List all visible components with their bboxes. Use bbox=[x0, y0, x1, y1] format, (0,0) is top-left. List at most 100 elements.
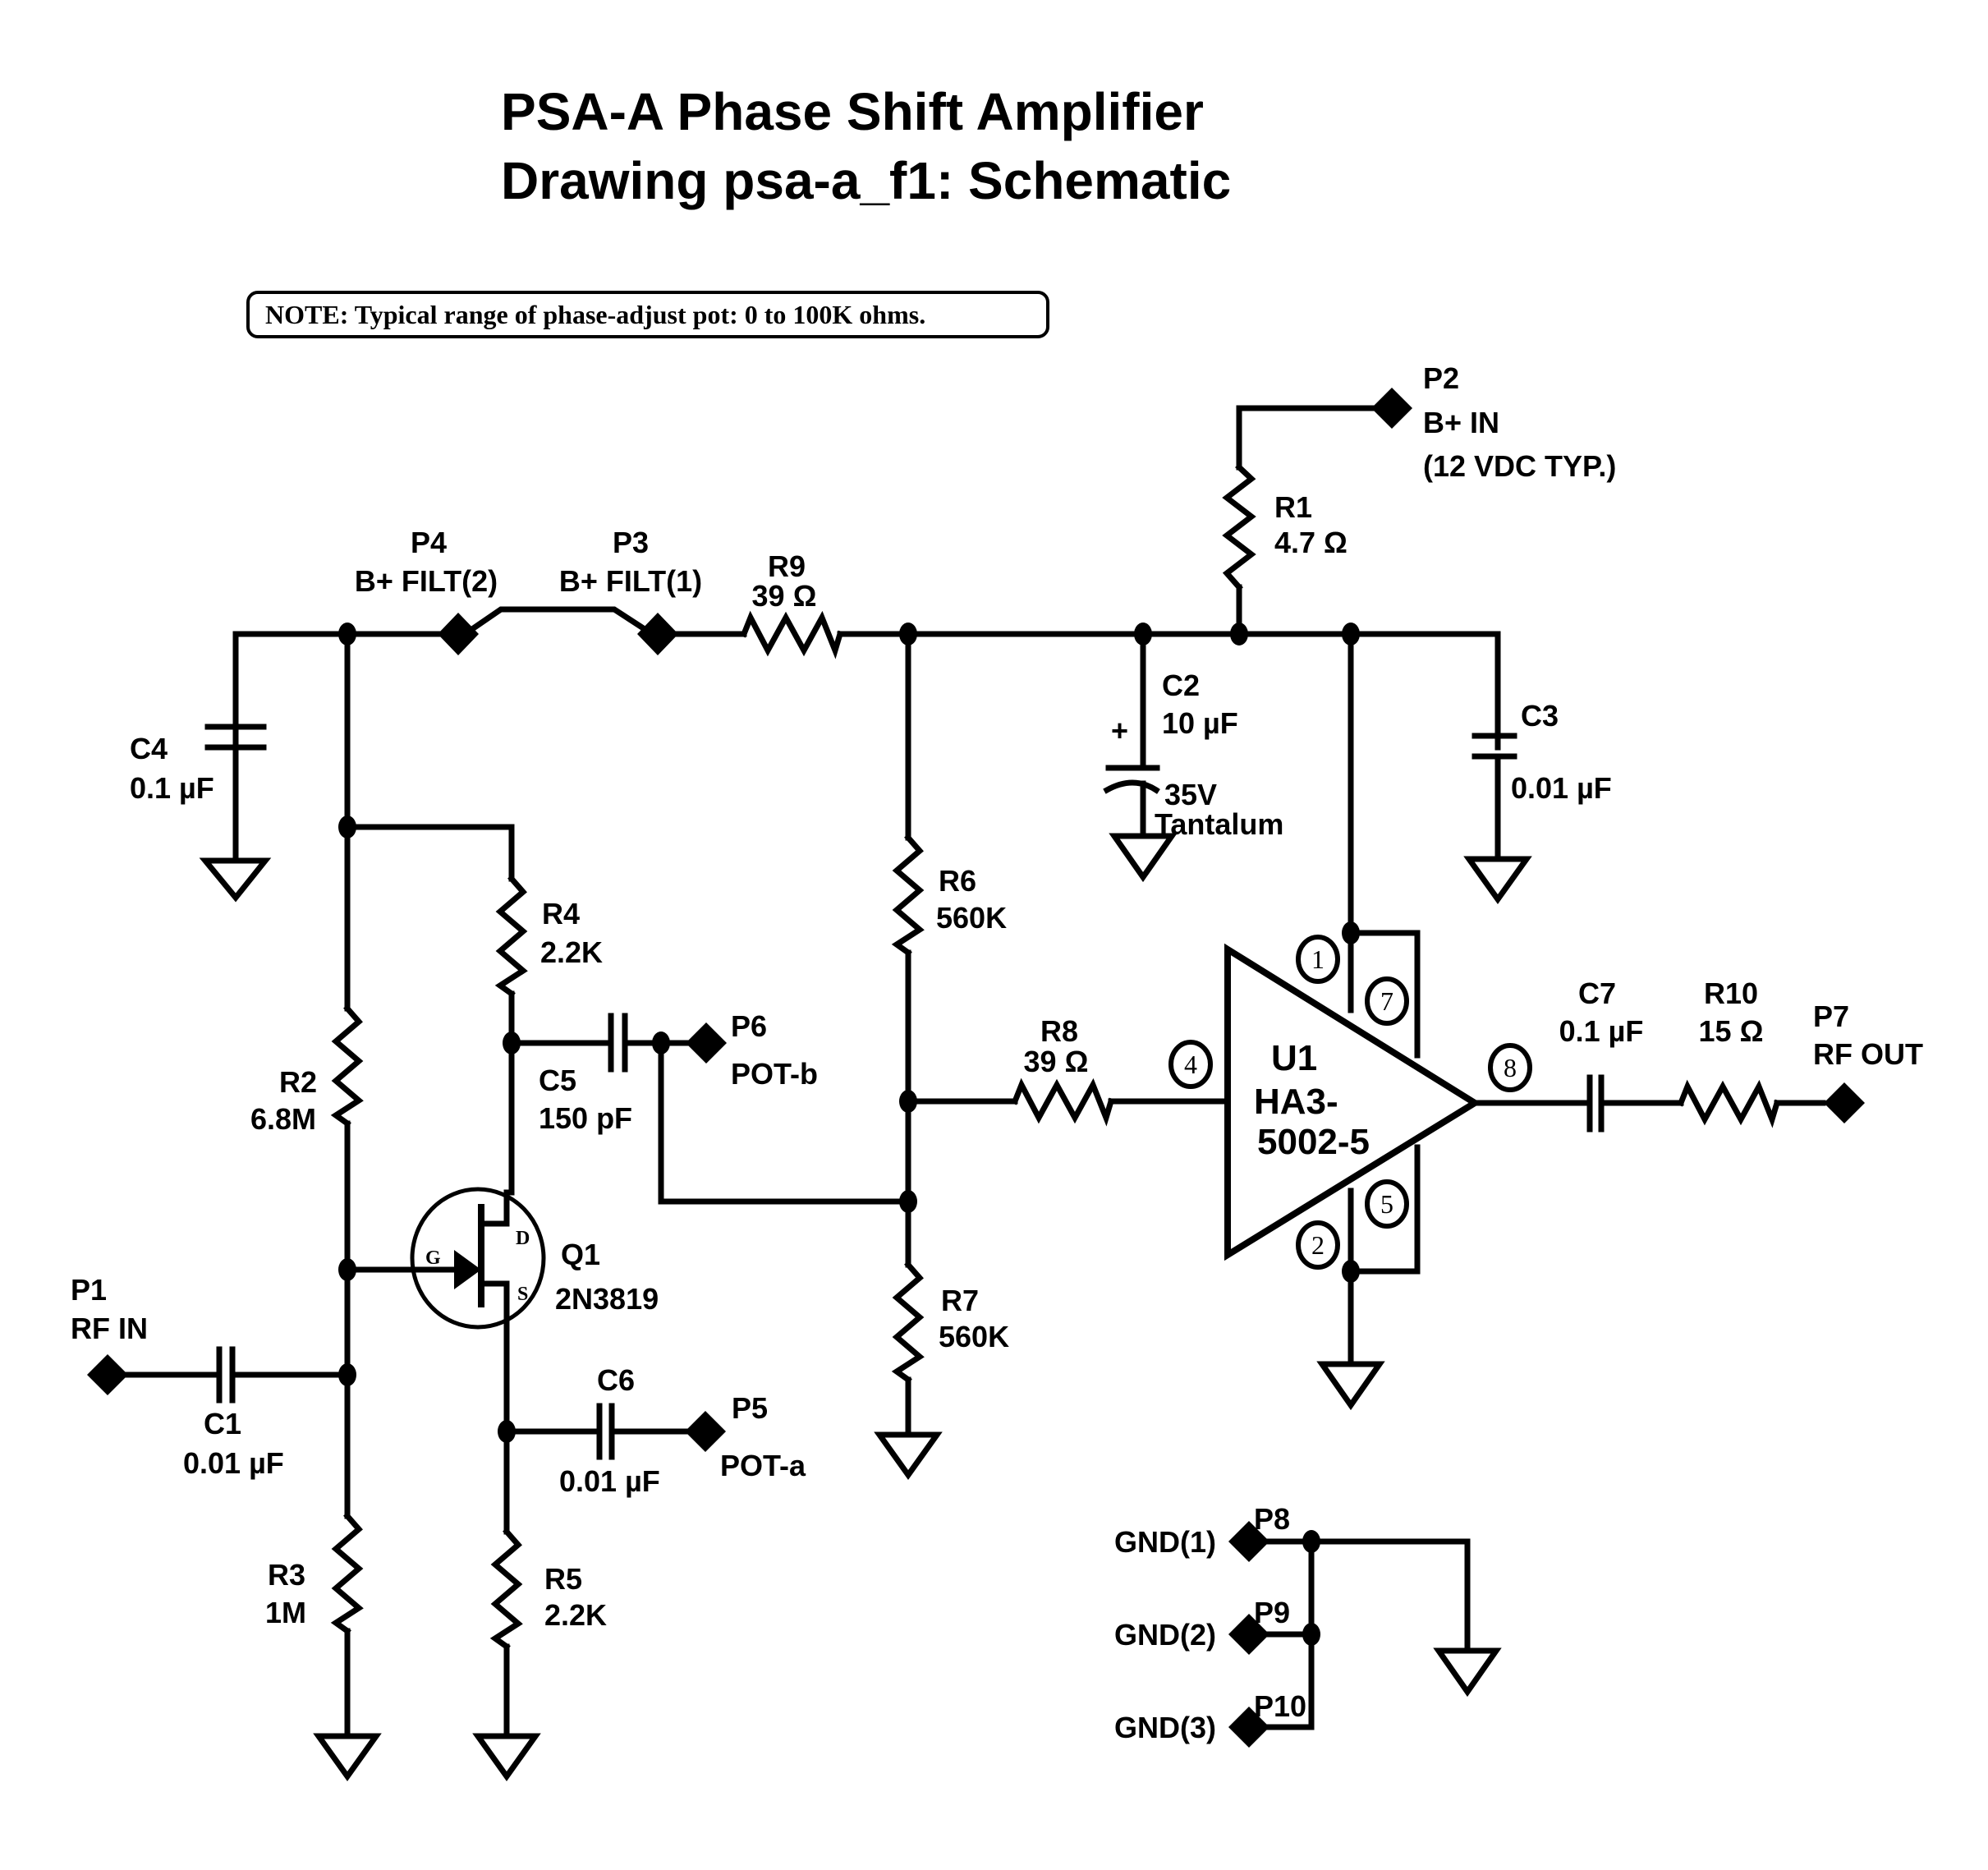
wire-p8-gnd bbox=[1266, 1538, 1471, 1654]
opamp-u1[interactable]: U1 HA3- 5002-5 bbox=[1224, 943, 1481, 1261]
ground-icon bbox=[472, 1733, 541, 1782]
port-p2-label: B+ IN bbox=[1423, 406, 1499, 439]
port-p10-diamond[interactable] bbox=[1228, 1707, 1269, 1748]
ground-icon bbox=[874, 1431, 943, 1481]
c6-ref: C6 bbox=[597, 1363, 635, 1397]
resistor-r3 bbox=[330, 1512, 364, 1635]
pin-circle bbox=[1365, 1179, 1409, 1229]
wire-p6-divider bbox=[658, 1040, 911, 1205]
port-p6-label: POT-b bbox=[731, 1057, 818, 1091]
jfet-q1: G D S bbox=[344, 1187, 546, 1350]
pin-labels: 1 7 4 8 5 2 bbox=[1168, 935, 1532, 1270]
c3-value: 0.01 µF bbox=[1511, 771, 1612, 805]
r8-value: 39 Ω bbox=[1024, 1045, 1089, 1078]
c1-ref: C1 bbox=[204, 1407, 241, 1440]
port-p10-label: GND(3) bbox=[1114, 1711, 1216, 1744]
junction-dot bbox=[503, 1031, 521, 1054]
q1-drain-label: D bbox=[516, 1228, 530, 1249]
port-p4-diamond[interactable] bbox=[438, 613, 479, 655]
ground-icon bbox=[1463, 856, 1532, 905]
junction-dot bbox=[1342, 1260, 1360, 1283]
pin-4-label: 4 bbox=[1184, 1050, 1197, 1079]
ground-icon bbox=[1433, 1647, 1502, 1698]
ground-icon bbox=[1109, 833, 1178, 883]
pin-circle bbox=[1488, 1043, 1532, 1092]
port-p4-ref: P4 bbox=[411, 526, 447, 559]
resistor-r6 bbox=[891, 834, 925, 957]
junction-dot bbox=[1302, 1530, 1320, 1553]
note-box: NOTE: Typical range of phase-adjust pot:… bbox=[246, 291, 1049, 338]
r6-value: 560K bbox=[936, 901, 1007, 935]
resistor-r8 bbox=[1011, 1077, 1115, 1127]
port-p6-diamond[interactable] bbox=[686, 1022, 727, 1064]
capacitor-c3 bbox=[1463, 733, 1532, 905]
wire-rail-right bbox=[837, 631, 1501, 751]
r2-ref: R2 bbox=[279, 1065, 317, 1099]
ground-icon bbox=[199, 857, 272, 903]
c7-value: 0.1 µF bbox=[1559, 1014, 1644, 1048]
r8-ref: R8 bbox=[1040, 1014, 1078, 1048]
port-p3-diamond[interactable] bbox=[637, 613, 678, 655]
port-p5-diamond[interactable] bbox=[685, 1411, 726, 1452]
resistor-r9 bbox=[740, 610, 844, 659]
port-p1-label: RF IN bbox=[71, 1312, 148, 1345]
title-line-1: PSA-A Phase Shift Amplifier bbox=[501, 82, 1204, 141]
c7-ref: C7 bbox=[1578, 976, 1616, 1010]
junction-dot bbox=[652, 1031, 670, 1054]
junction-dot bbox=[899, 623, 917, 646]
note-border bbox=[246, 291, 1049, 338]
port-p7-ref: P7 bbox=[1813, 999, 1849, 1033]
port-p9-diamond[interactable] bbox=[1228, 1614, 1269, 1655]
r5-value: 2.2K bbox=[544, 1598, 607, 1632]
resistor-r7 bbox=[891, 1261, 925, 1384]
port-p9-label: GND(2) bbox=[1114, 1618, 1216, 1652]
r6-ref: R6 bbox=[939, 864, 976, 898]
junction-dot bbox=[1302, 1623, 1320, 1646]
pin-circle bbox=[1168, 1040, 1213, 1089]
c5-value: 150 pF bbox=[539, 1101, 632, 1135]
pin-circle bbox=[1365, 976, 1409, 1026]
port-p1-ref: P1 bbox=[71, 1273, 107, 1307]
wire-r1-p2 bbox=[1236, 405, 1379, 471]
c5-ref: C5 bbox=[539, 1064, 576, 1097]
port-p9-ref: P9 bbox=[1254, 1596, 1290, 1629]
port-p6-ref: P6 bbox=[731, 1009, 767, 1043]
ground-icon bbox=[1316, 1361, 1385, 1411]
port-p5-label: POT-a bbox=[720, 1449, 806, 1482]
port-p8-diamond[interactable] bbox=[1228, 1521, 1269, 1562]
c4-ref: C4 bbox=[130, 732, 168, 765]
divider-r6-r7 bbox=[874, 631, 943, 1481]
c2-plate-curved bbox=[1103, 779, 1160, 794]
port-p8-label: GND(1) bbox=[1114, 1525, 1216, 1559]
r3-ref: R3 bbox=[268, 1558, 305, 1592]
port-p8-ref: P8 bbox=[1254, 1502, 1290, 1536]
r4-value: 2.2K bbox=[540, 935, 603, 969]
wire-jumper-p4-p3 bbox=[468, 606, 649, 633]
q1-source-label: S bbox=[517, 1284, 528, 1305]
q1-part: 2N3819 bbox=[555, 1282, 659, 1316]
top-rail bbox=[232, 606, 1501, 864]
pin-1-label: 1 bbox=[1311, 944, 1325, 974]
c1-value: 0.01 µF bbox=[183, 1446, 284, 1480]
port-p2-diamond[interactable] bbox=[1371, 388, 1412, 429]
r3-value: 1M bbox=[265, 1596, 306, 1629]
junction-dot bbox=[1230, 623, 1248, 646]
r8-branch bbox=[905, 1077, 1231, 1127]
title-line-2: Drawing psa-a_f1: Schematic bbox=[501, 151, 1231, 210]
r1-branch: P2 B+ IN (12 VDC TYP.) R1 4.7 Ω bbox=[1222, 361, 1616, 637]
junction-dot bbox=[338, 623, 356, 646]
q1-drain-lead bbox=[478, 1189, 510, 1227]
r7-value: 560K bbox=[939, 1320, 1009, 1353]
u1-part-1: HA3- bbox=[1254, 1082, 1338, 1122]
input-chain bbox=[87, 1346, 351, 1404]
r1-ref: R1 bbox=[1274, 490, 1312, 524]
capacitor-c2 bbox=[1103, 631, 1178, 883]
resistor-r1 bbox=[1222, 463, 1256, 591]
output-chain bbox=[1471, 1074, 1865, 1133]
r1-value: 4.7 Ω bbox=[1274, 526, 1348, 559]
c3-ref: C3 bbox=[1521, 699, 1559, 733]
port-p7-diamond[interactable] bbox=[1824, 1082, 1865, 1123]
wire-to-r4 bbox=[344, 824, 515, 882]
port-p1-diamond[interactable] bbox=[87, 1354, 128, 1395]
